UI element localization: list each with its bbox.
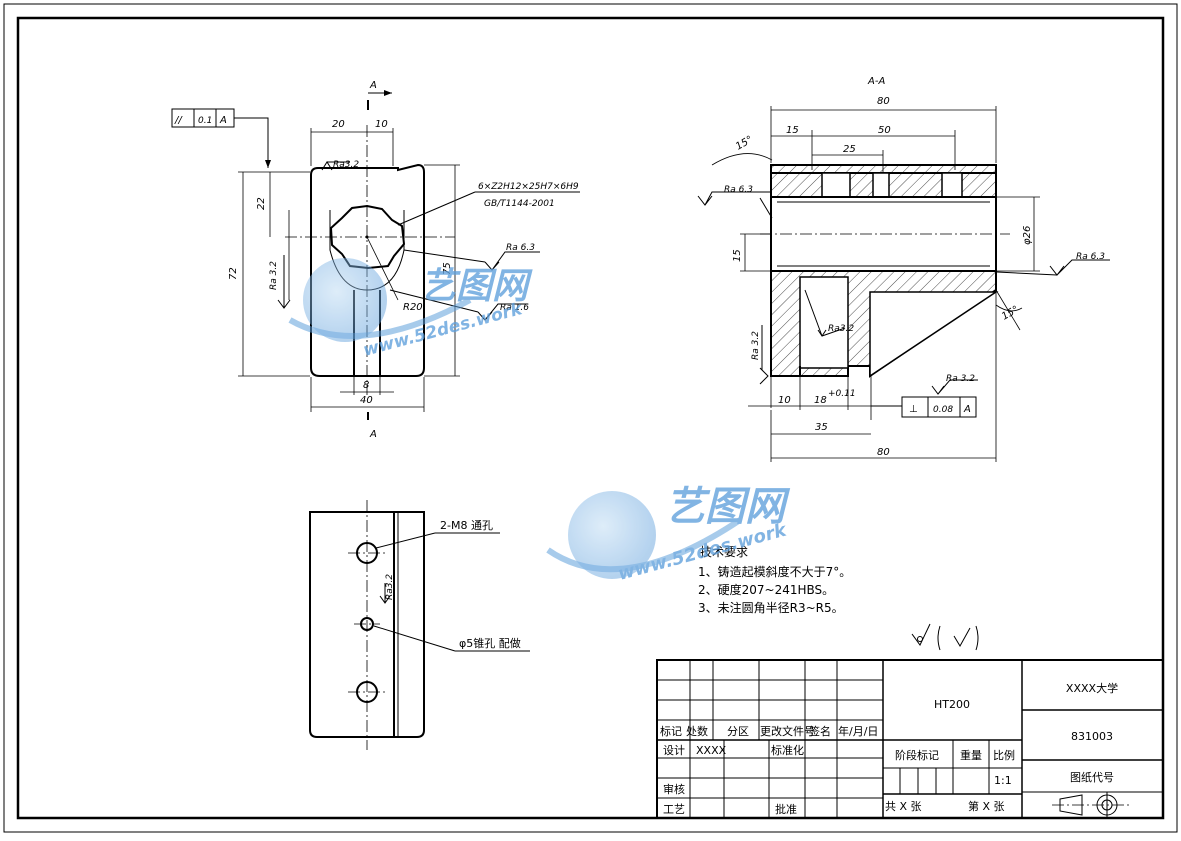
dim-80-bottom: 80 — [877, 447, 890, 458]
sheet-no-label: 第 X 张 — [968, 799, 1005, 813]
top-view: Ra3.2 2-M8 通孔 φ5锥孔 配做 — [309, 500, 530, 750]
angle-15-a: 15° — [734, 134, 755, 152]
rev-header-mark: 标记 — [660, 724, 682, 738]
general-roughness-symbol — [911, 623, 979, 651]
section-view: A-A 80 15 50 25 15° — [697, 76, 1110, 462]
roughness-section-r1: Ra 6.3 — [724, 185, 753, 195]
angle-15-b: 15° — [1000, 304, 1021, 322]
dim-15-left: 15 — [732, 249, 743, 262]
dim-10: 10 — [778, 395, 791, 406]
dim-20: 20 — [332, 119, 345, 130]
tol-datum-parallel: A — [219, 115, 227, 126]
cone-note: φ5锥孔 配做 — [459, 636, 521, 650]
roughness-top-view: Ra3.2 — [385, 574, 395, 600]
rev-header-date: 年/月/日 — [838, 724, 878, 738]
section-title: A-A — [867, 76, 885, 87]
designer-name: XXXX — [696, 744, 727, 757]
watermark-brand-1: 艺图网 — [420, 266, 533, 307]
roughness-section-r3: Ra 3.2 — [751, 331, 761, 360]
rev-header-zone: 分区 — [727, 725, 749, 738]
school-name: XXXX大学 — [1066, 681, 1118, 695]
roughness-front-right2: Ra 1.6 — [500, 303, 529, 313]
dim-80-top: 80 — [877, 96, 890, 107]
roughness-front-left: Ra 3.2 — [269, 261, 279, 290]
inner-frame — [16, 16, 1165, 820]
section-mark-top: A — [369, 80, 377, 91]
dim-75: 75 — [442, 262, 453, 275]
tol-symbol-parallel: // — [174, 115, 183, 126]
dim-18-tol: +0.11 — [828, 389, 856, 399]
tol-symbol-perp: ⊥ — [909, 404, 918, 415]
roughness-section-r2: Ra 6.3 — [1076, 252, 1105, 262]
tech-requirements: 技术要求 1、铸造起模斜度不大于7°。 2、硬度207~241HBS。 3、未注… — [698, 545, 851, 615]
roughness-section-r4: Ra 3.2 — [946, 374, 975, 384]
spline-spec-2: GB/T1144-2001 — [484, 199, 555, 209]
roughness-front-right: Ra 6.3 — [506, 243, 535, 253]
review-label: 审核 — [663, 782, 685, 796]
watermark-globe-icon-2 — [568, 491, 656, 579]
dim-35: 35 — [815, 422, 828, 433]
dim-r20: R20 — [403, 302, 423, 313]
standardize-label: 标准化 — [771, 743, 804, 757]
dim-72: 72 — [228, 267, 239, 280]
tech-item-3: 3、未注圆角半径R3~R5。 — [698, 600, 844, 615]
material: HT200 — [934, 698, 970, 711]
tech-heading: 技术要求 — [700, 545, 748, 559]
roughness-section-inner: Ra3.2 — [828, 324, 854, 334]
dim-40: 40 — [360, 395, 373, 406]
dim-50: 50 — [878, 125, 891, 136]
title-block: 标记 处数 分区 更改文件号 签名 年/月/日 设计 XXXX 标准化 审核 工… — [656, 659, 1164, 819]
front-view: A 20 10 Ra3.2 // 0.1 A — [171, 80, 580, 440]
designer-label: 设计 — [663, 744, 685, 757]
watermark-globe-icon — [303, 258, 387, 342]
drawing-number: 831003 — [1071, 730, 1113, 743]
approve-label: 批准 — [775, 802, 797, 816]
watermark-brand-2: 艺图网 — [665, 484, 791, 530]
dim-15-top: 15 — [786, 125, 799, 136]
tol-value-perp: 0.08 — [933, 405, 953, 415]
stage-mark-label: 阶段标记 — [895, 748, 939, 762]
dim-phi26: φ26 — [1022, 226, 1033, 245]
scale-label: 比例 — [993, 748, 1015, 762]
dim-25: 25 — [843, 144, 856, 155]
rev-header-sign: 签名 — [809, 724, 831, 738]
dim-10: 10 — [375, 119, 388, 130]
tech-item-1: 1、铸造起模斜度不大于7°。 — [698, 564, 851, 579]
drawing-code-label: 图纸代号 — [1070, 771, 1114, 784]
outer-border — [3, 3, 1178, 833]
rev-header-docno: 更改文件号 — [760, 724, 815, 738]
dim-22: 22 — [256, 197, 267, 210]
tol-datum-perp: A — [963, 404, 971, 415]
section-mark-bottom: A — [369, 429, 377, 440]
spline-spec-1: 6×Z2H12×25H7×6H9 — [478, 182, 579, 192]
scale-value: 1:1 — [994, 774, 1012, 787]
tech-item-2: 2、硬度207~241HBS。 — [698, 582, 834, 597]
weight-label: 重量 — [960, 748, 982, 762]
projection-symbol-icon — [1052, 792, 1130, 818]
dim-18: 18 — [814, 395, 827, 406]
process-label: 工艺 — [663, 803, 685, 816]
hole-note: 2-M8 通孔 — [440, 519, 493, 532]
tol-value-parallel: 0.1 — [198, 116, 212, 126]
sheets-total-label: 共 X 张 — [885, 800, 922, 813]
dim-8: 8 — [363, 380, 369, 391]
rev-header-count: 处数 — [686, 725, 708, 738]
roughness-front-top: Ra3.2 — [333, 160, 359, 170]
